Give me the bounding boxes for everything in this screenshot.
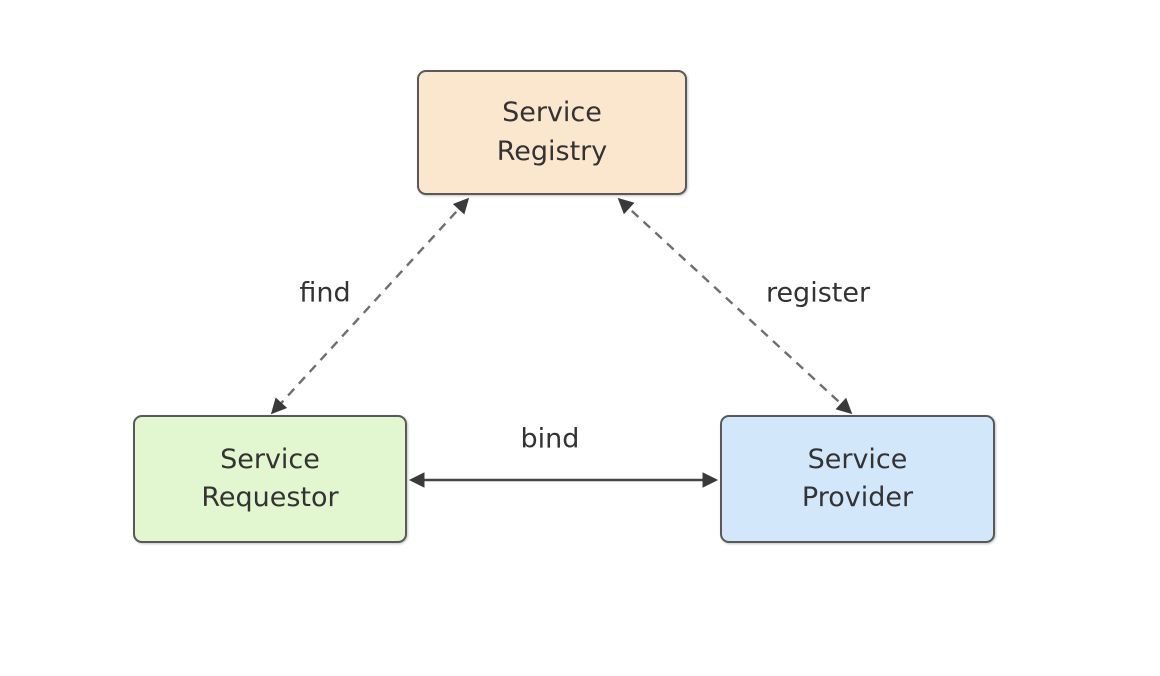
edge-label-register: register <box>765 277 871 309</box>
edge-label-find: find <box>299 277 351 309</box>
edge-label-bind: bind <box>520 423 580 455</box>
node-label-line: Registry <box>496 135 608 167</box>
node-service-requestor: Service Requestor <box>133 415 407 543</box>
node-label-line: Provider <box>801 482 914 513</box>
node-label-line: Service <box>502 97 602 129</box>
node-service-provider: Service Provider <box>720 415 995 543</box>
node-label-line: Service <box>220 443 320 475</box>
node-service-registry: Service Registry <box>417 70 687 195</box>
node-label-line: Service <box>807 443 908 475</box>
node-label-line: Requestor <box>201 482 339 513</box>
